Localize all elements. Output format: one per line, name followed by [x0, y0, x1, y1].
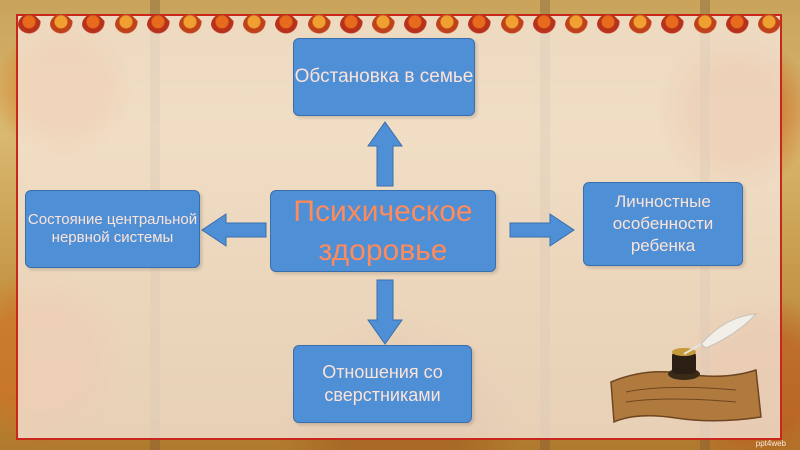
- arrow-left: [201, 213, 267, 247]
- node-label: Отношения со сверстниками: [322, 361, 443, 405]
- node-label: Личностные особенности ребенка: [612, 191, 714, 256]
- watermark-credit: ppt4web: [755, 439, 786, 448]
- node-label: Обстановка в семье: [294, 65, 474, 87]
- node-mental-health: Психическое здоровье: [270, 190, 496, 272]
- node-label: Состояние центральной нервной системы: [27, 211, 198, 246]
- node-personality-traits: Личностные особенности ребенка: [583, 182, 743, 266]
- arrow-down: [367, 279, 403, 345]
- arrow-right: [509, 213, 575, 247]
- quill-inkwell-icon: [610, 313, 762, 424]
- node-family-environment: Обстановка в семье: [293, 38, 475, 116]
- node-peer-relations: Отношения со сверстниками: [293, 345, 472, 423]
- arrow-up: [367, 121, 403, 187]
- node-label: Психическое здоровье: [293, 195, 473, 267]
- node-nervous-system: Состояние центральной нервной системы: [25, 190, 200, 268]
